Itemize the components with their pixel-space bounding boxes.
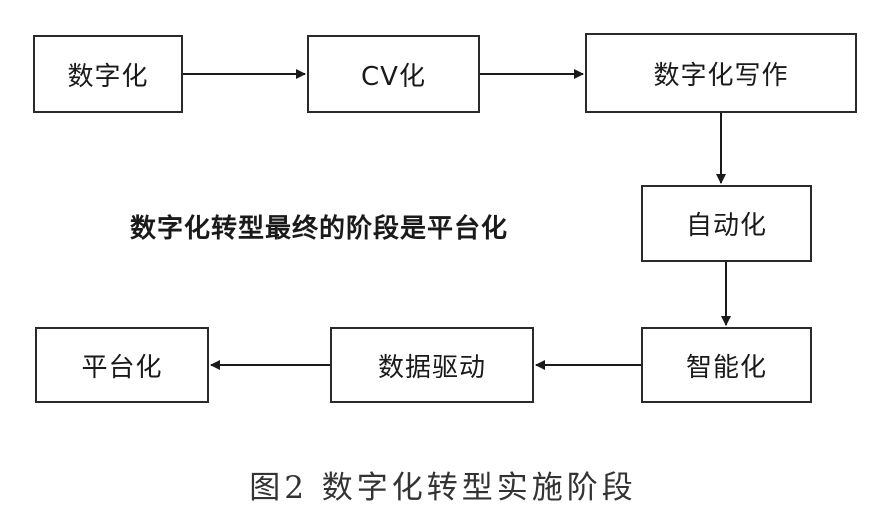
figure-caption: 图2 数字化转型实施阶段 — [249, 470, 637, 506]
stage-box-digitization: 数字化 — [33, 35, 183, 113]
stage-box-cv: CV化 — [307, 35, 480, 113]
stage-box-data-driven: 数据驱动 — [330, 327, 534, 403]
diagram-note: 数字化转型最终的阶段是平台化 — [130, 214, 509, 244]
stage-box-intelligence: 智能化 — [641, 327, 812, 403]
stage-label: 智能化 — [685, 352, 767, 383]
stage-box-platform: 平台化 — [35, 327, 209, 403]
stage-box-automation: 自动化 — [641, 185, 812, 262]
stage-label: 自动化 — [685, 211, 767, 241]
stage-label: 数据驱动 — [377, 352, 486, 383]
stage-box-digital-writing: 数字化写作 — [585, 33, 857, 113]
stage-label: 平台化 — [81, 352, 163, 383]
stage-label: CV化 — [361, 61, 426, 92]
stage-label: 数字化 — [67, 61, 149, 92]
stage-label: 数字化写作 — [653, 60, 789, 91]
